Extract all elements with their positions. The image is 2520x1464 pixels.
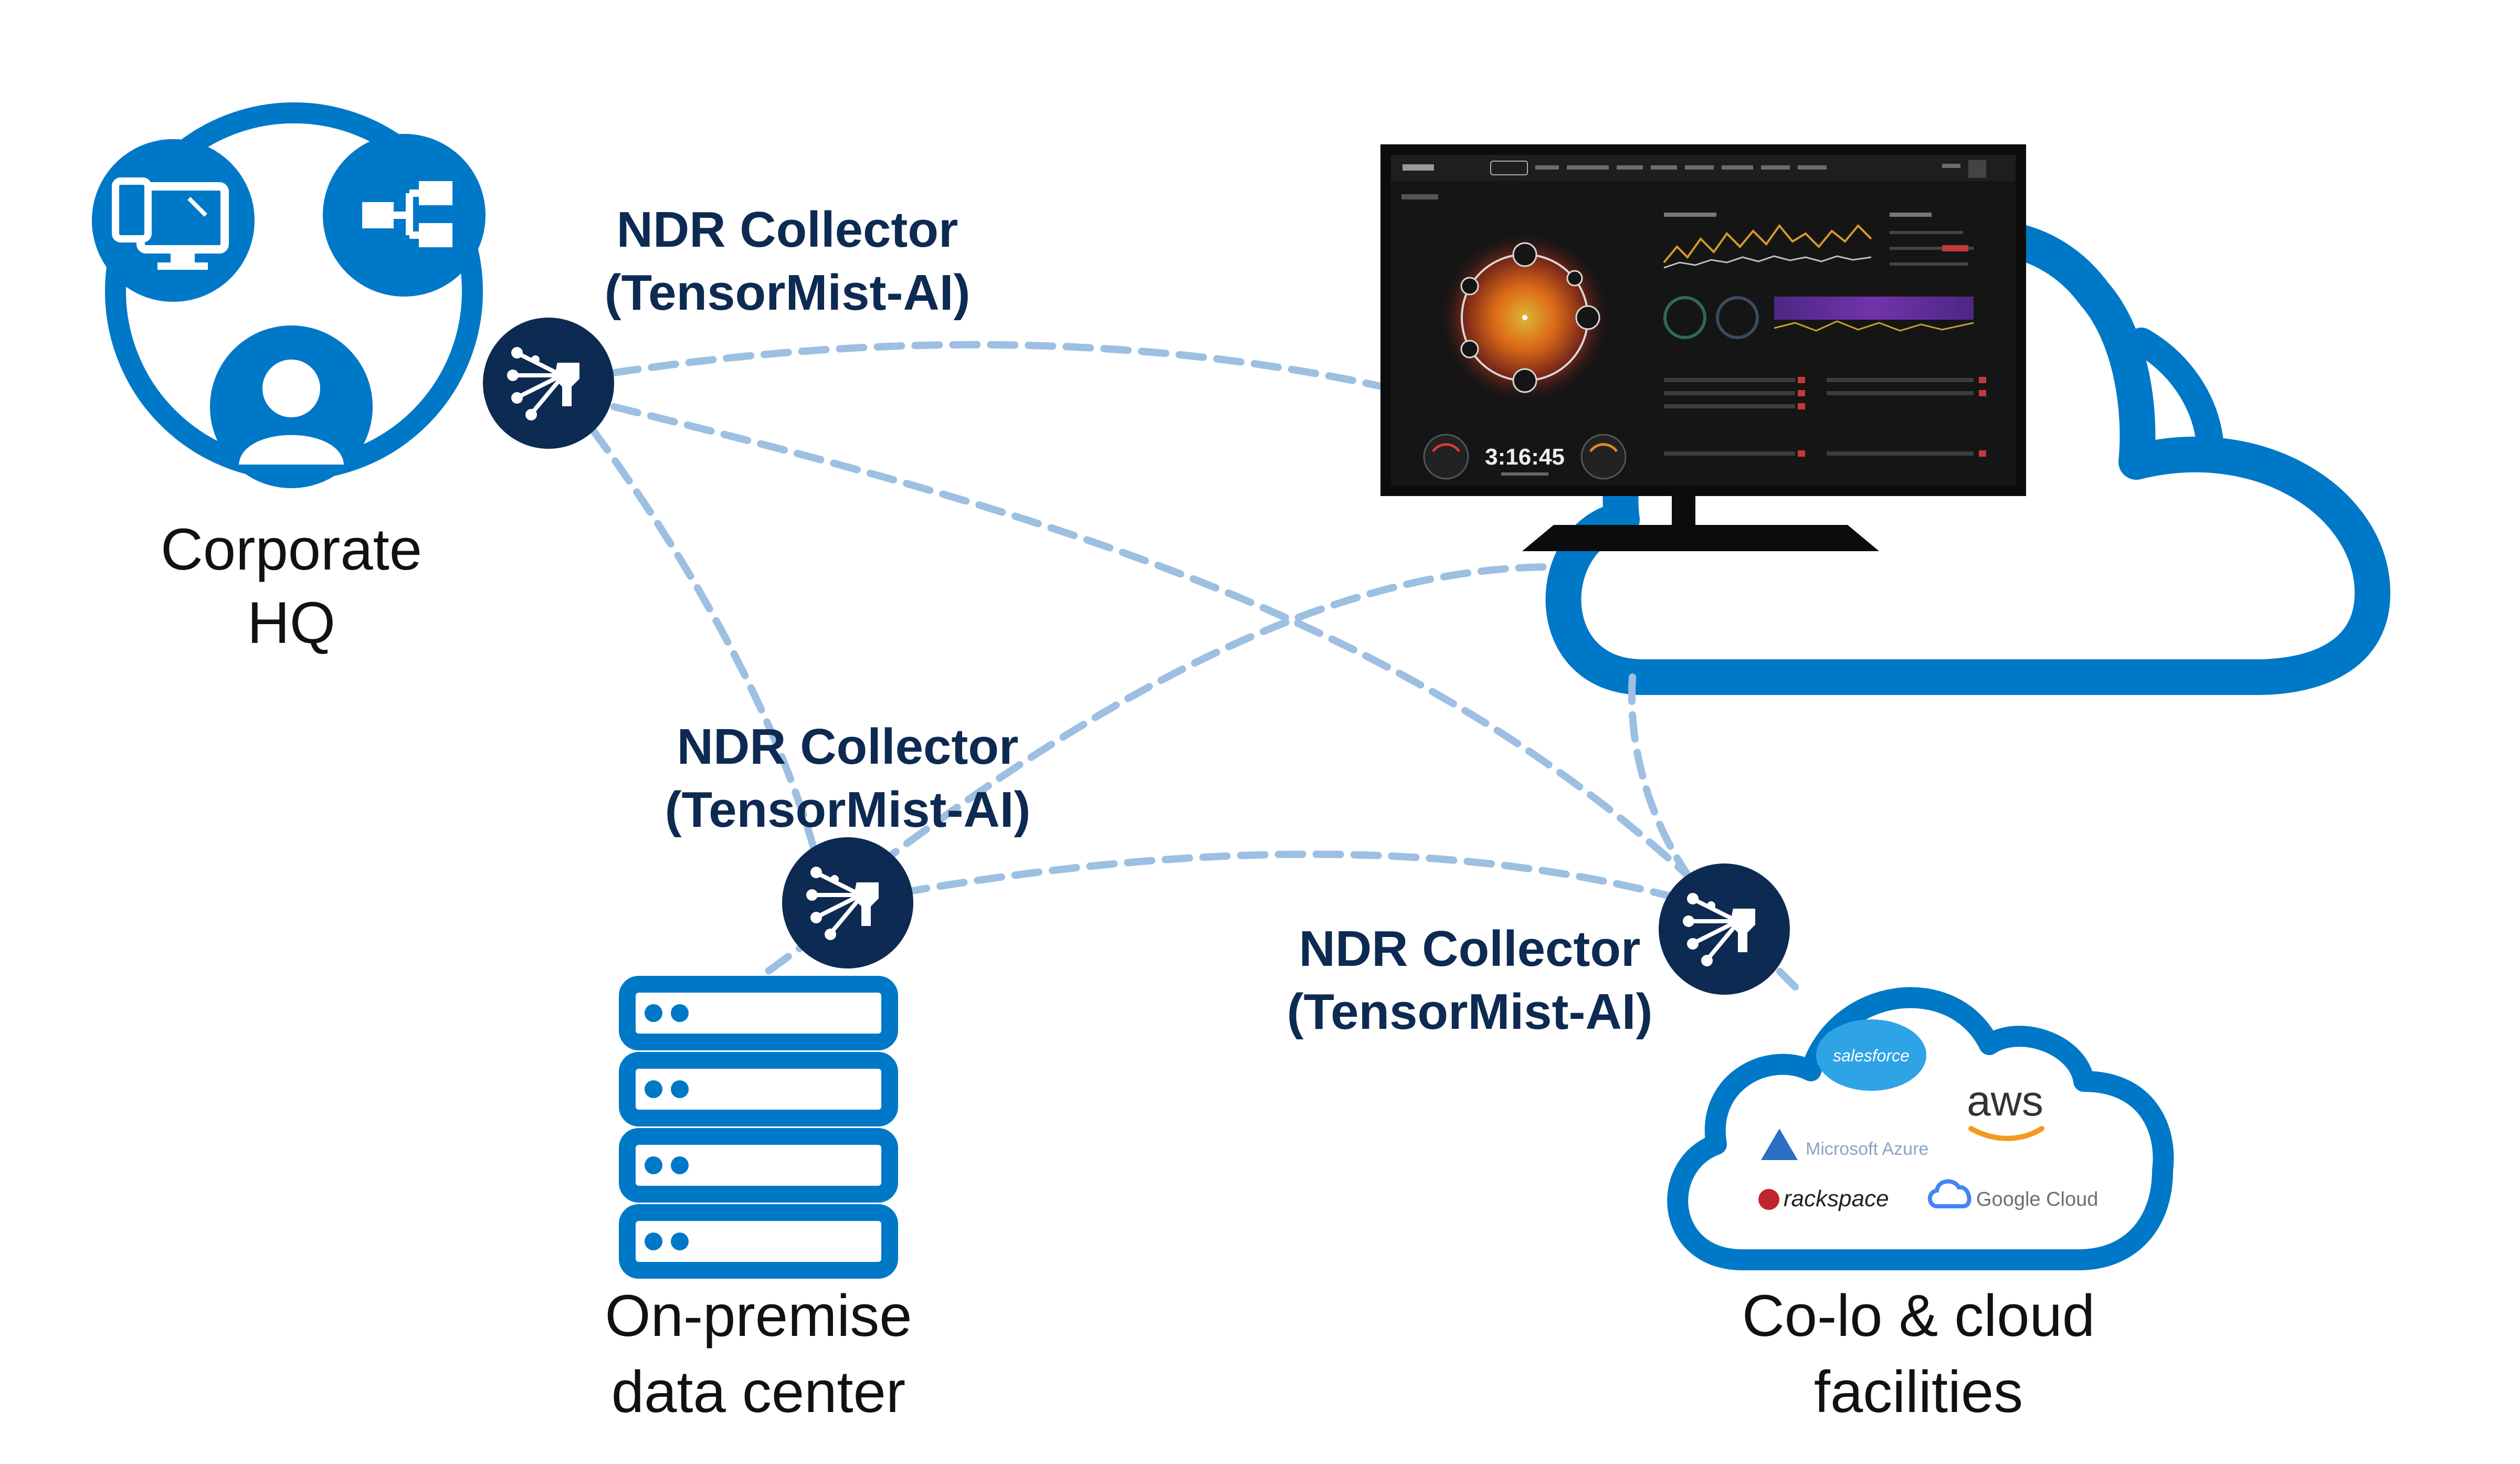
salesforce-logo: salesforce bbox=[1816, 1019, 1926, 1091]
google-cloud-logo: Google Cloud bbox=[1927, 1179, 2098, 1210]
server-stack-icon bbox=[619, 976, 898, 1279]
dashboard-clock: 3:16:45 bbox=[1485, 444, 1565, 470]
rackspace-logo: rackspace bbox=[1758, 1186, 1889, 1212]
link-hq-to-datacenter bbox=[589, 427, 823, 870]
ndr-collector-datacenter: NDR Collector (TensorMist-AI) bbox=[665, 719, 1031, 968]
collector-dc-title: NDR Collector bbox=[677, 719, 1019, 775]
svg-text:Microsoft Azure: Microsoft Azure bbox=[1806, 1139, 1928, 1159]
collector-icon bbox=[1659, 863, 1790, 995]
aws-logo: aws bbox=[1967, 1077, 2044, 1141]
datacenter-label-line2: data center bbox=[611, 1359, 905, 1425]
colo-cloud-icon: salesforce aws Microsoft Azure rackspace… bbox=[1667, 987, 2174, 1270]
ndr-collector-hq: NDR Collector (TensorMist-AI) bbox=[483, 202, 970, 449]
collector-hq-title: NDR Collector bbox=[617, 202, 958, 258]
server-unit bbox=[619, 1128, 898, 1203]
collector-colo-title: NDR Collector bbox=[1299, 921, 1641, 977]
server-unit bbox=[619, 1052, 898, 1126]
corporate-hq-label-line1: Corporate bbox=[161, 517, 422, 582]
colo-label-line2: facilities bbox=[1814, 1359, 2023, 1425]
collector-hq-subtitle: (TensorMist-AI) bbox=[605, 265, 971, 321]
traffic-timeseries-widget bbox=[1663, 213, 1974, 269]
devices-icon bbox=[92, 139, 255, 302]
svg-text:rackspace: rackspace bbox=[1784, 1186, 1889, 1212]
dashboard-navbar bbox=[1391, 155, 2016, 181]
server-unit bbox=[619, 1204, 898, 1279]
collector-colo-subtitle: (TensorMist-AI) bbox=[1287, 984, 1653, 1040]
alerts-list-widget bbox=[1664, 377, 1986, 457]
user-icon bbox=[210, 325, 373, 488]
collector-dc-subtitle: (TensorMist-AI) bbox=[665, 782, 1031, 838]
link-datacenter-to-colo bbox=[899, 850, 1699, 907]
activity-widget bbox=[1663, 296, 1974, 339]
dashboard-monitor: 3:16:45 bbox=[1380, 144, 2026, 551]
server-unit bbox=[619, 976, 898, 1050]
svg-text:salesforce: salesforce bbox=[1833, 1046, 1910, 1065]
svg-text:aws: aws bbox=[1967, 1077, 2043, 1125]
collector-icon bbox=[483, 318, 614, 449]
link-cloud-to-colo bbox=[1628, 673, 1704, 896]
colo-label-line1: Co-lo & cloud bbox=[1742, 1283, 2095, 1349]
network-hierarchy-icon bbox=[323, 134, 486, 297]
ndr-collector-colo: NDR Collector (TensorMist-AI) bbox=[1287, 863, 1790, 1040]
corporate-hq-icon bbox=[92, 102, 486, 488]
collector-icon bbox=[782, 837, 913, 968]
microsoft-azure-logo: Microsoft Azure bbox=[1761, 1129, 1928, 1160]
network-graph-widget bbox=[1401, 194, 1611, 404]
link-datacenter-to-cloud bbox=[873, 563, 1557, 870]
corporate-hq-label-line2: HQ bbox=[247, 590, 335, 656]
clock-widget: 3:16:45 bbox=[1423, 434, 1627, 480]
link-hq-to-colo bbox=[610, 403, 1710, 896]
datacenter-label-line1: On-premise bbox=[605, 1283, 912, 1349]
svg-text:Google Cloud: Google Cloud bbox=[1976, 1188, 2098, 1210]
link-hq-to-monitor bbox=[610, 341, 1395, 392]
